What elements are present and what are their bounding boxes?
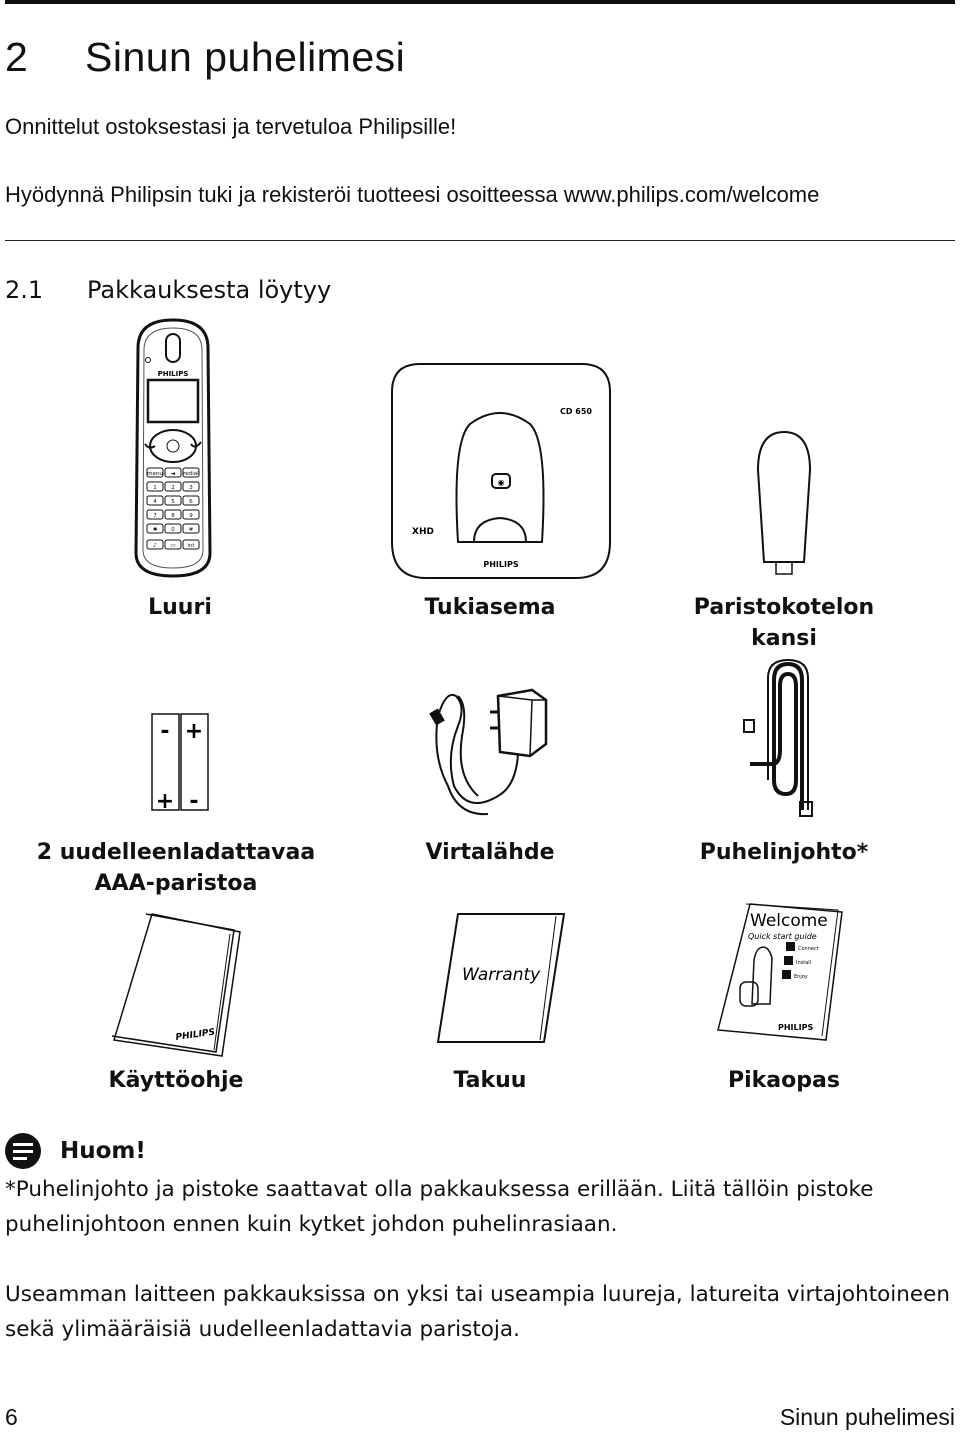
battery-cover-icon: [756, 430, 812, 575]
svg-text:menu: menu: [147, 471, 163, 477]
svg-text:8: 8: [171, 513, 175, 519]
batteries-icon: - + + -: [151, 713, 209, 814]
top-rule: [5, 0, 955, 4]
page-number: 6: [5, 1404, 18, 1430]
caption-quick-guide: Pikaopas: [728, 1068, 840, 1093]
svg-text:-: -: [189, 789, 198, 814]
svg-text:2: 2: [171, 485, 175, 491]
svg-text:0: 0: [171, 527, 175, 533]
user-manual-icon: PHILIPS: [111, 913, 241, 1057]
svg-text:redial: redial: [183, 471, 199, 477]
intro-greeting: Onnittelut ostoksestasi ja tervetuloa Ph…: [5, 114, 457, 139]
svg-text:CD 650: CD 650: [560, 407, 592, 416]
section-number: 2.1: [5, 276, 44, 304]
svg-text:♪: ♪: [153, 542, 157, 549]
svg-text:7: 7: [153, 513, 157, 519]
power-adapter-icon: [429, 688, 548, 816]
svg-text:PHILIPS: PHILIPS: [158, 370, 189, 378]
svg-text:9: 9: [189, 513, 193, 519]
svg-text:◄: ◄: [171, 471, 176, 477]
warranty-icon: Warranty: [436, 913, 566, 1043]
footer-title: Sinun puhelimesi: [779, 1404, 955, 1430]
svg-text:✱: ✱: [153, 526, 158, 533]
section-title: Pakkauksesta löytyy: [87, 276, 332, 304]
note-title: Huom!: [60, 1138, 146, 1164]
section-divider: [5, 240, 955, 241]
caption-warranty: Takuu: [453, 1068, 527, 1093]
svg-text:Welcome: Welcome: [750, 911, 828, 931]
svg-text:4: 4: [153, 499, 157, 505]
svg-text:+: +: [156, 789, 174, 814]
svg-text:Enjoy: Enjoy: [794, 974, 808, 980]
quick-guide-icon: Welcome Quick start guide Connect Instal…: [717, 903, 843, 1041]
intro-registration: Hyödynnä Philipsin tuki ja rekisteröi tu…: [5, 182, 820, 207]
svg-text:Warranty: Warranty: [462, 965, 541, 985]
svg-text:PHILIPS: PHILIPS: [483, 560, 518, 569]
caption-base-station: Tukiasema: [424, 595, 556, 620]
note-line: puhelinjohtoon ennen kuin kytket johdon …: [5, 1212, 618, 1237]
caption-phone-cord: Puhelinjohto*: [699, 840, 869, 865]
svg-text:6: 6: [189, 499, 193, 505]
note-text: *Puhelinjohto ja pistoke saattavat olla …: [5, 1172, 960, 1242]
note-line: *Puhelinjohto ja pistoke saattavat olla …: [5, 1177, 874, 1202]
svg-text:3: 3: [189, 485, 193, 491]
section-heading: 2.1 Pakkauksesta löytyy: [5, 276, 331, 304]
svg-text:PHILIPS: PHILIPS: [778, 1023, 813, 1032]
paragraph-line: Useamman laitteen pakkauksissa on yksi t…: [5, 1282, 950, 1307]
chapter-number: 2: [5, 34, 29, 80]
caption-user-manual: Käyttöohje: [108, 1068, 244, 1093]
svg-text:Quick start guide: Quick start guide: [748, 932, 817, 941]
caption-power-adapter: Virtalähde: [425, 840, 555, 865]
phone-cord-icon: [743, 658, 813, 817]
svg-text:1: 1: [153, 485, 157, 491]
svg-text:+: +: [185, 719, 203, 744]
multi-pack-paragraph: Useamman laitteen pakkauksissa on yksi t…: [5, 1277, 960, 1347]
chapter-heading: 2 Sinun puhelimesi: [5, 34, 405, 81]
note-icon: [5, 1133, 41, 1169]
svg-text:◉: ◉: [498, 478, 505, 487]
base-station-icon: CD 650 ◉ XHD PHILIPS: [391, 363, 611, 579]
svg-text:#: #: [189, 527, 194, 533]
svg-text:▭: ▭: [170, 543, 175, 549]
paragraph-line: sekä ylimääräisiä uudelleenladattavia pa…: [5, 1317, 520, 1342]
svg-text:-: -: [160, 719, 169, 744]
svg-text:5: 5: [171, 499, 175, 505]
handset-icon: PHILIPS menu ◄ redial 1 2 3 4 5 6 7 8 9 …: [134, 318, 212, 578]
svg-text:XHD: XHD: [412, 527, 434, 537]
svg-text:Install: Install: [796, 960, 811, 966]
svg-text:Connect: Connect: [798, 946, 819, 952]
caption-handset: Luuri: [148, 595, 212, 620]
chapter-title: Sinun puhelimesi: [85, 34, 406, 80]
svg-text:int: int: [187, 543, 195, 549]
